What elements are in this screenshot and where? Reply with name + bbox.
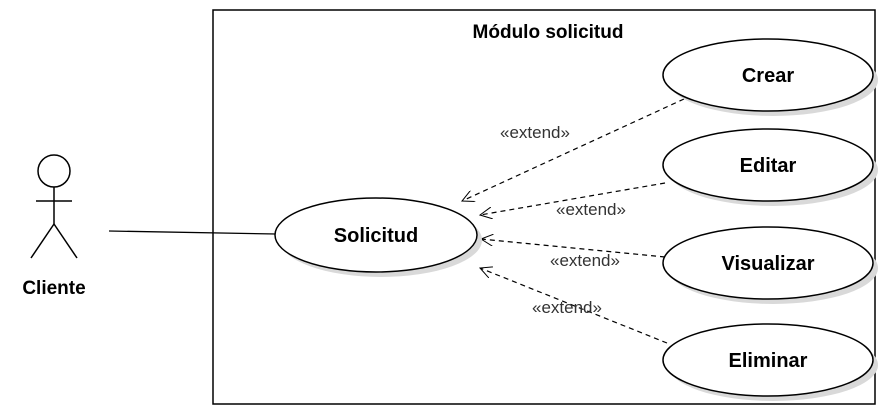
actor-label: Cliente xyxy=(22,278,85,299)
system-title: Módulo solicitud xyxy=(473,22,624,43)
extend-label-eliminar: «extend» xyxy=(532,298,602,317)
extend-arrow-visualizar xyxy=(481,239,666,258)
use-case-editar[interactable]: Editar xyxy=(662,128,878,206)
use-case-label: Eliminar xyxy=(729,350,808,372)
use-case-label: Solicitud xyxy=(334,225,418,247)
use-case-ellipse xyxy=(662,38,874,112)
use-case-ellipse xyxy=(662,128,874,202)
actor-leg-right xyxy=(53,223,78,259)
use-case-label: Crear xyxy=(742,65,794,87)
use-case-solicitud[interactable]: Solicitud xyxy=(274,197,482,277)
extend-arrow-eliminar xyxy=(480,268,668,344)
actor-leg-left xyxy=(30,223,55,259)
actor-head xyxy=(37,154,71,188)
use-case-ellipse xyxy=(274,197,478,273)
extend-label-crear: «extend» xyxy=(500,123,570,142)
use-case-ellipse xyxy=(662,323,874,397)
extend-arrow-crear xyxy=(462,98,685,201)
extend-arrow-editar xyxy=(480,182,666,215)
use-case-label: Editar xyxy=(740,155,797,177)
use-case-ellipse xyxy=(662,226,874,300)
use-case-crear[interactable]: Crear xyxy=(662,38,878,116)
association-line xyxy=(108,230,277,235)
use-case-eliminar[interactable]: Eliminar xyxy=(662,323,878,401)
extend-label-editar: «extend» xyxy=(556,200,626,219)
actor-cliente[interactable]: Cliente xyxy=(22,154,86,299)
use-case-visualizar[interactable]: Visualizar xyxy=(662,226,878,304)
use-case-label: Visualizar xyxy=(721,253,814,275)
extend-relations: «extend» «extend» «extend» «extend» xyxy=(462,98,685,344)
extend-label-visualizar: «extend» xyxy=(550,251,620,270)
